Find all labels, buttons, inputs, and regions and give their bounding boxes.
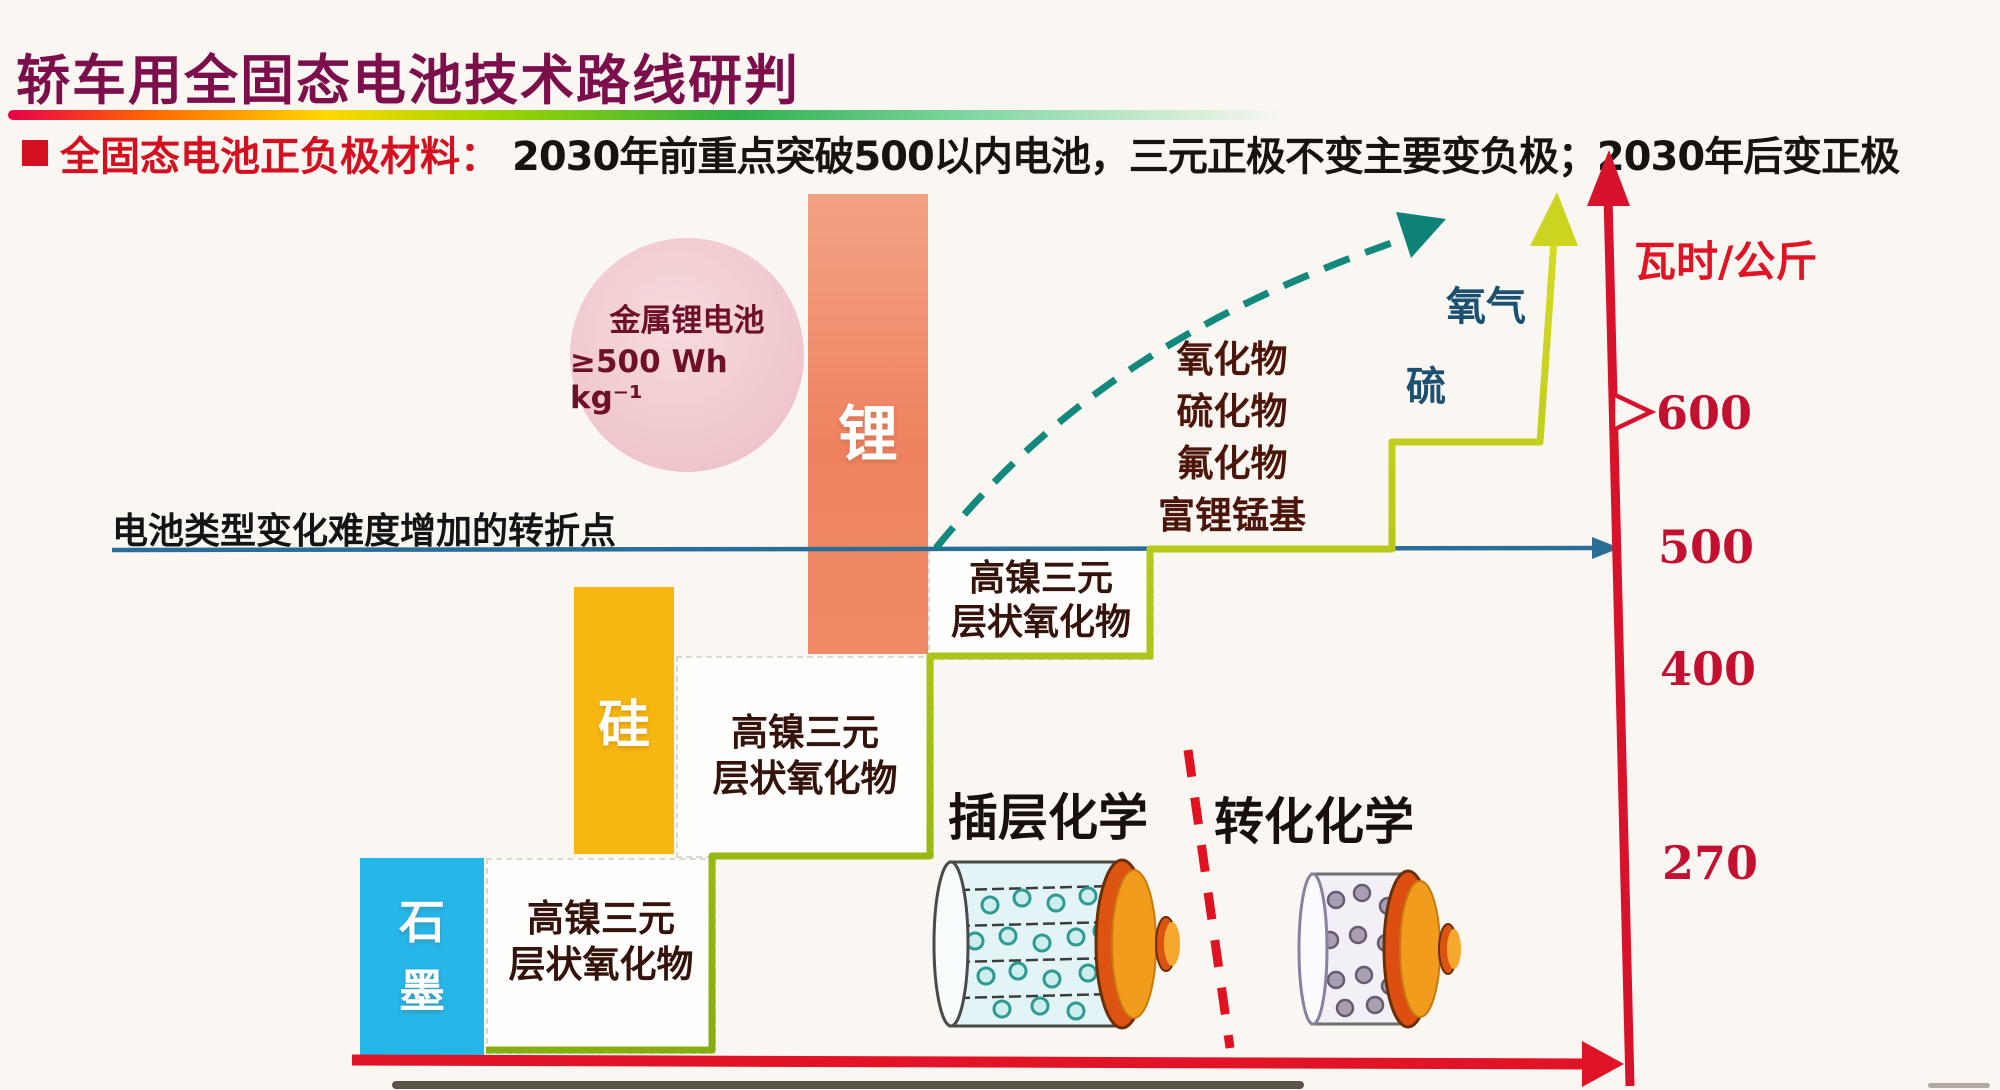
bubble-line2: ≥500 Wh kg⁻¹	[570, 343, 728, 416]
y-tick-500: 500	[1658, 520, 1755, 574]
intercalation-chemistry-label: 插层化学	[948, 789, 1148, 847]
future-cathode-oxide: 氧化物	[1176, 338, 1288, 381]
lithium-cathode-label: 高镍三元 层状氧化物	[930, 557, 1152, 645]
graphite-anode-bar: 石墨	[360, 858, 484, 1055]
bubble-line1: 金属锂电池	[609, 302, 765, 339]
subtitle: 全固态电池正负极材料： 2030年前重点突破500以内电池，三元正极不变主要变负…	[22, 124, 1900, 182]
red-square-bullet-icon	[22, 140, 48, 166]
future-cathode-li-rich-mn: 富锂锰基	[1158, 494, 1306, 537]
subtitle-text: 2030年前重点突破500以内电池，三元正极不变主要变负极；2030年后变正极	[512, 134, 1900, 180]
y-axis-unit-label: 瓦时/公斤	[1634, 237, 1818, 286]
conversion-battery-icon	[1297, 869, 1461, 1029]
page-title: 轿车用全固态电池技术路线研判	[16, 49, 800, 112]
x-axis-arrowhead-icon	[1582, 1041, 1624, 1087]
threshold-note: 电池类型变化难度增加的转折点	[112, 511, 617, 552]
cropped-next-row-strip-right	[1928, 1083, 1990, 1088]
cropped-next-row-strip	[392, 1081, 1304, 1089]
silicon-cathode-label: 高镍三元 层状氧化物	[678, 710, 932, 802]
sulfur-label: 硫	[1406, 364, 1446, 410]
rainbow-divider	[8, 110, 1460, 120]
y-axis	[1587, 150, 1657, 1087]
graphite-cathode-line2: 层状氧化物	[508, 943, 694, 986]
y-tick-600: 600	[1656, 386, 1753, 440]
y-tick-400: 400	[1660, 642, 1757, 696]
lithium-anode-bar: 锂	[808, 194, 928, 654]
y-tick-270: 270	[1662, 836, 1759, 890]
metal-lithium-bubble: 金属锂电池 ≥500 Wh kg⁻¹	[570, 238, 804, 472]
future-cathode-fluoride: 氟化物	[1176, 442, 1288, 485]
lithium-cathode-step-box: 高镍三元 层状氧化物	[928, 549, 1154, 660]
graphite-cathode-step-box: 高镍三元 层状氧化物	[486, 858, 716, 1054]
tick-600-marker-icon	[1610, 390, 1657, 434]
silicon-anode-bar: 硅	[574, 587, 674, 854]
silicon-cathode-line1: 高镍三元	[731, 711, 879, 754]
oxygen-label: 氧气	[1446, 284, 1526, 330]
graphite-cathode-label: 高镍三元 层状氧化物	[488, 896, 714, 988]
lithium-bar-label: 锂	[838, 399, 898, 470]
staircase-arrowhead-icon	[1530, 192, 1578, 246]
trend-arrowhead-icon	[1396, 212, 1446, 258]
intercalation-battery-icon	[932, 858, 1180, 1030]
graphite-cathode-line1: 高镍三元	[527, 897, 675, 940]
threshold-arrowhead-icon	[1592, 537, 1620, 559]
lithium-cathode-line2: 层状氧化物	[950, 602, 1131, 643]
graphite-bar-label: 石墨	[399, 894, 445, 1018]
subtitle-label: 全固态电池正负极材料：	[60, 134, 500, 180]
lithium-cathode-line1: 高镍三元	[968, 558, 1113, 599]
silicon-cathode-step-box: 高镍三元 层状氧化物	[676, 656, 934, 858]
future-cathode-list: 氧化物 硫化物 氟化物 富锂锰基	[1118, 334, 1346, 542]
silicon-cathode-line2: 层状氧化物	[712, 757, 898, 800]
future-cathode-sulfide: 硫化物	[1176, 390, 1288, 433]
conversion-chemistry-label: 转化化学	[1214, 793, 1414, 851]
silicon-bar-label: 硅	[597, 696, 650, 756]
